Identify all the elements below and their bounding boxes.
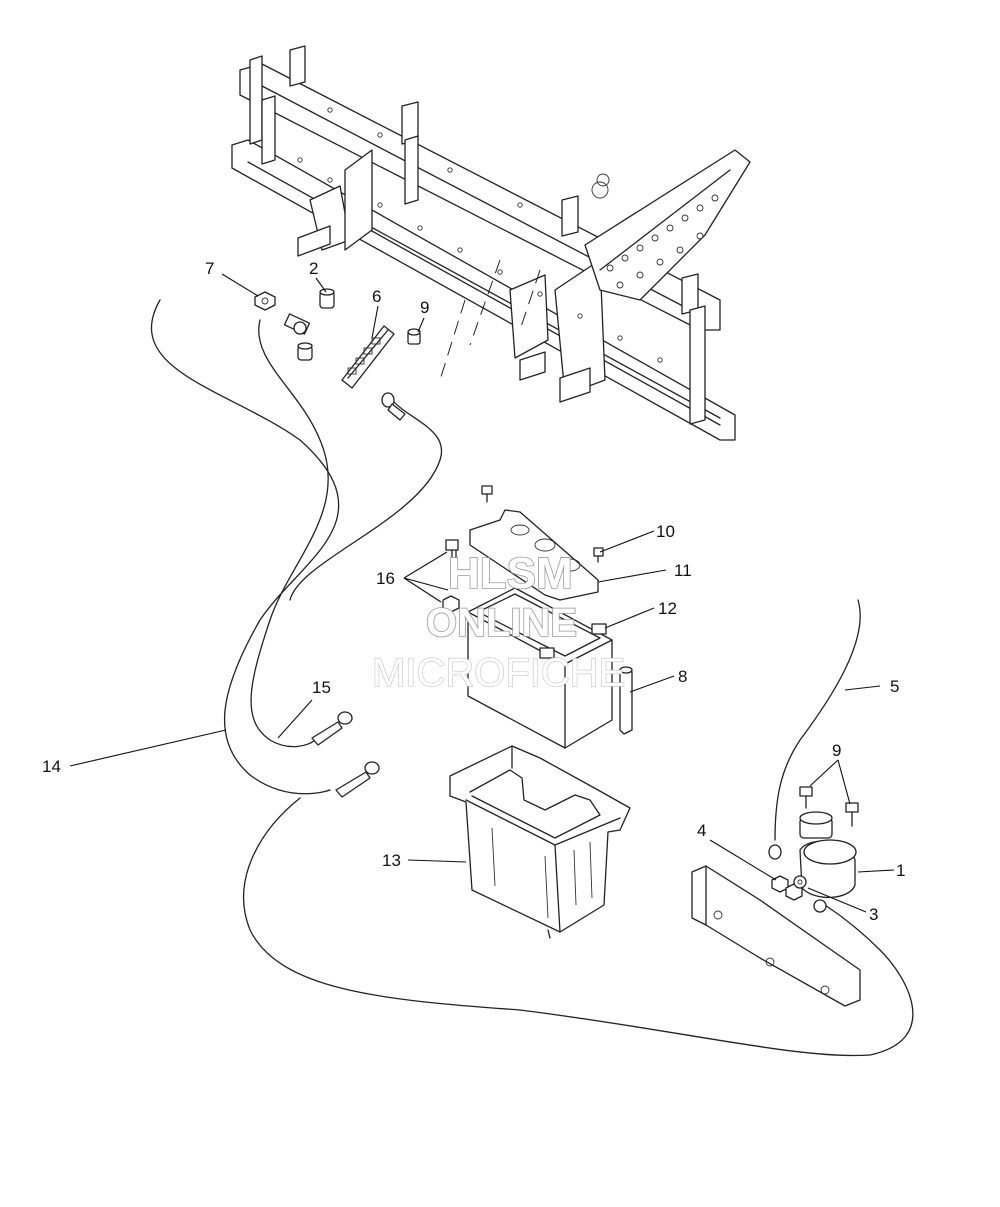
mount-bracket <box>691 865 861 1007</box>
battery-box-13 <box>449 745 631 939</box>
frame-assembly <box>231 45 751 441</box>
screw-10 <box>593 547 604 563</box>
washer-3 <box>793 875 807 889</box>
callout-9-top: 9 <box>420 298 429 317</box>
rod-8 <box>619 666 633 735</box>
bolts-16 <box>442 539 460 613</box>
cable-end-top <box>283 313 311 335</box>
cable-15 <box>250 319 329 748</box>
bushing-2b <box>297 342 313 361</box>
callout-13: 13 <box>382 851 401 870</box>
cable-14 <box>151 299 914 1057</box>
callout-16: 16 <box>376 569 395 588</box>
callout-11: 11 <box>674 561 692 580</box>
callout-4: 4 <box>697 821 706 840</box>
cable-lug-5 <box>768 844 782 860</box>
callout-1: 1 <box>896 861 905 880</box>
bolt-top-battery <box>481 485 493 503</box>
solenoid-1 <box>799 811 857 899</box>
watermark-line-1: HLSM <box>448 549 573 598</box>
fuse-block-6 <box>341 325 395 389</box>
callout-2: 2 <box>309 259 318 278</box>
watermark-line-3: MICROFICHE <box>372 651 625 695</box>
cable-lug-14 <box>335 761 380 798</box>
cable-lug-14b <box>813 899 827 913</box>
cable-lug-top <box>381 392 406 421</box>
callout-5: 5 <box>890 677 899 696</box>
bolts-9-solenoid <box>799 786 859 827</box>
callout-9-solenoid: 9 <box>832 741 841 760</box>
cable-ground <box>289 399 443 601</box>
leader-lines <box>69 273 895 913</box>
cable-lug-15 <box>311 711 353 746</box>
watermark-line-2: ONLINE <box>426 601 577 645</box>
callout-3: 3 <box>869 905 878 924</box>
cable-5 <box>774 599 861 841</box>
watermark: HLSM ONLINE MICROFICHE <box>371 548 626 695</box>
nut-7 <box>254 291 276 311</box>
callout-7: 7 <box>205 259 214 278</box>
battery-hold-down-11 <box>469 509 599 601</box>
battery-12 <box>467 587 613 749</box>
callout-14: 14 <box>42 757 61 776</box>
callout-15: 15 <box>312 678 331 697</box>
callout-6: 6 <box>372 287 381 306</box>
callout-labels: 1 2 3 4 5 6 7 8 9 9 10 11 12 13 14 15 16 <box>42 259 905 924</box>
callout-10: 10 <box>656 522 675 541</box>
bushing-2a <box>319 288 335 309</box>
bolt-9-top <box>407 328 421 345</box>
callout-8: 8 <box>678 667 687 686</box>
callout-12: 12 <box>658 599 677 618</box>
